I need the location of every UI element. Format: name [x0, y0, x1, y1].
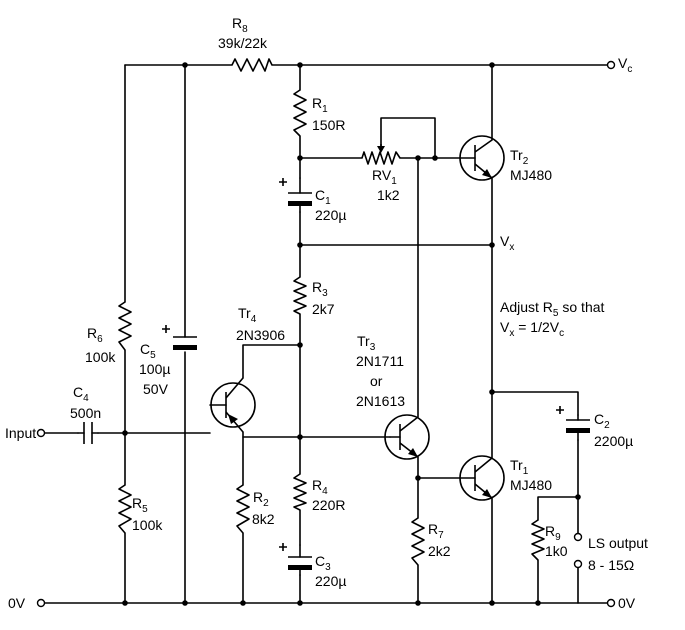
r1-value: 150R [312, 117, 345, 133]
c3-value: 220µ [315, 573, 346, 589]
tr2-value: MJ480 [510, 167, 552, 183]
c5-symbol [162, 325, 197, 350]
c1-symbol [279, 177, 312, 213]
tr2-label: Tr2 [510, 147, 529, 167]
c4-symbol [77, 422, 99, 444]
terminals [36, 60, 616, 608]
tr4-label: Tr4 [238, 305, 257, 325]
ls-output-label: LS output [588, 535, 648, 551]
c5-value: 100µ [139, 361, 170, 377]
c3-symbol [279, 543, 312, 576]
junction-dots [122, 62, 581, 606]
resistors [118, 58, 545, 566]
vc-terminal [606, 60, 616, 70]
tr1-label: Tr1 [510, 457, 529, 477]
r3-symbol [293, 276, 307, 315]
c3-label: C3 [315, 553, 331, 573]
r2-value: 8k2 [252, 511, 275, 527]
r5-symbol [118, 484, 132, 534]
r8-symbol [231, 58, 273, 72]
r3-label: R3 [312, 279, 328, 299]
tr3-symbol [384, 414, 430, 460]
c5-label: C5 [140, 341, 156, 361]
zero-volt-left-label: 0V [8, 595, 26, 611]
tr3-value: 2N1711 [356, 353, 404, 369]
r1-label: R1 [312, 95, 328, 115]
vx-label: Vx [500, 233, 514, 253]
r7-value: 2k2 [428, 543, 451, 559]
tr2-symbol [459, 135, 505, 181]
zv-left-terminal [36, 598, 46, 608]
rv1-value: 1k2 [377, 187, 400, 203]
tr3-alt: 2N1613 [356, 393, 405, 409]
r7-label: R7 [428, 521, 444, 541]
c5-rating: 50V [143, 381, 169, 397]
r8-label: R8 [232, 15, 248, 35]
r8-value: 39k/22k [218, 35, 268, 51]
tr3-or: or [370, 373, 383, 389]
rv1-symbol [361, 151, 401, 165]
c2-symbol [556, 406, 590, 441]
r9-symbol [531, 519, 545, 561]
ls-output-impedance: 8 - 15Ω [588, 557, 634, 573]
input-terminal [36, 428, 46, 438]
c1-label: C1 [315, 187, 331, 207]
vc-label: Vc [618, 55, 632, 75]
r4-symbol [293, 473, 307, 511]
ls-output-terminal-top [573, 532, 583, 542]
rv1-label: RV1 [372, 167, 397, 187]
r6-label: R6 [87, 325, 103, 345]
r5-label: R5 [132, 495, 148, 515]
wires [44, 64, 609, 604]
adjust-note-line2: Vx = 1/2Vc [500, 319, 564, 339]
r4-value: 220R [312, 497, 345, 513]
zv-right-terminal [606, 598, 616, 608]
tr1-value: MJ480 [510, 477, 552, 493]
input-label: Input [5, 425, 36, 441]
c2-value: 2200µ [594, 433, 633, 449]
component-labels: R8 39k/22k Vc R1 150R RV1 1k2 Tr2 MJ480 … [5, 15, 648, 611]
r7-symbol [411, 517, 425, 566]
c2-label: C2 [594, 411, 610, 431]
capacitors [77, 177, 590, 576]
c4-label: C4 [73, 384, 89, 404]
adjust-note-line1: Adjust R5 so that [500, 299, 605, 319]
tr4-value: 2N3906 [236, 327, 285, 343]
tr1-symbol [459, 455, 505, 501]
ls-output-terminal-bottom [573, 559, 583, 569]
r5-value: 100k [132, 517, 163, 533]
zero-volt-right-label: 0V [618, 595, 636, 611]
c1-value: 220µ [315, 207, 346, 223]
r4-label: R4 [312, 477, 328, 497]
r6-value: 100k [85, 349, 116, 365]
tr4-symbol [209, 377, 256, 433]
r6-symbol [118, 301, 132, 351]
r1-symbol [293, 89, 307, 137]
r9-label: R9 [545, 523, 561, 543]
c4-value: 500n [70, 405, 101, 421]
transistors [209, 135, 505, 501]
r2-symbol [236, 484, 250, 534]
r2-label: R2 [253, 489, 269, 509]
r3-value: 2k7 [312, 301, 335, 317]
r9-value: 1k0 [545, 543, 568, 559]
tr3-label: Tr3 [357, 333, 376, 353]
